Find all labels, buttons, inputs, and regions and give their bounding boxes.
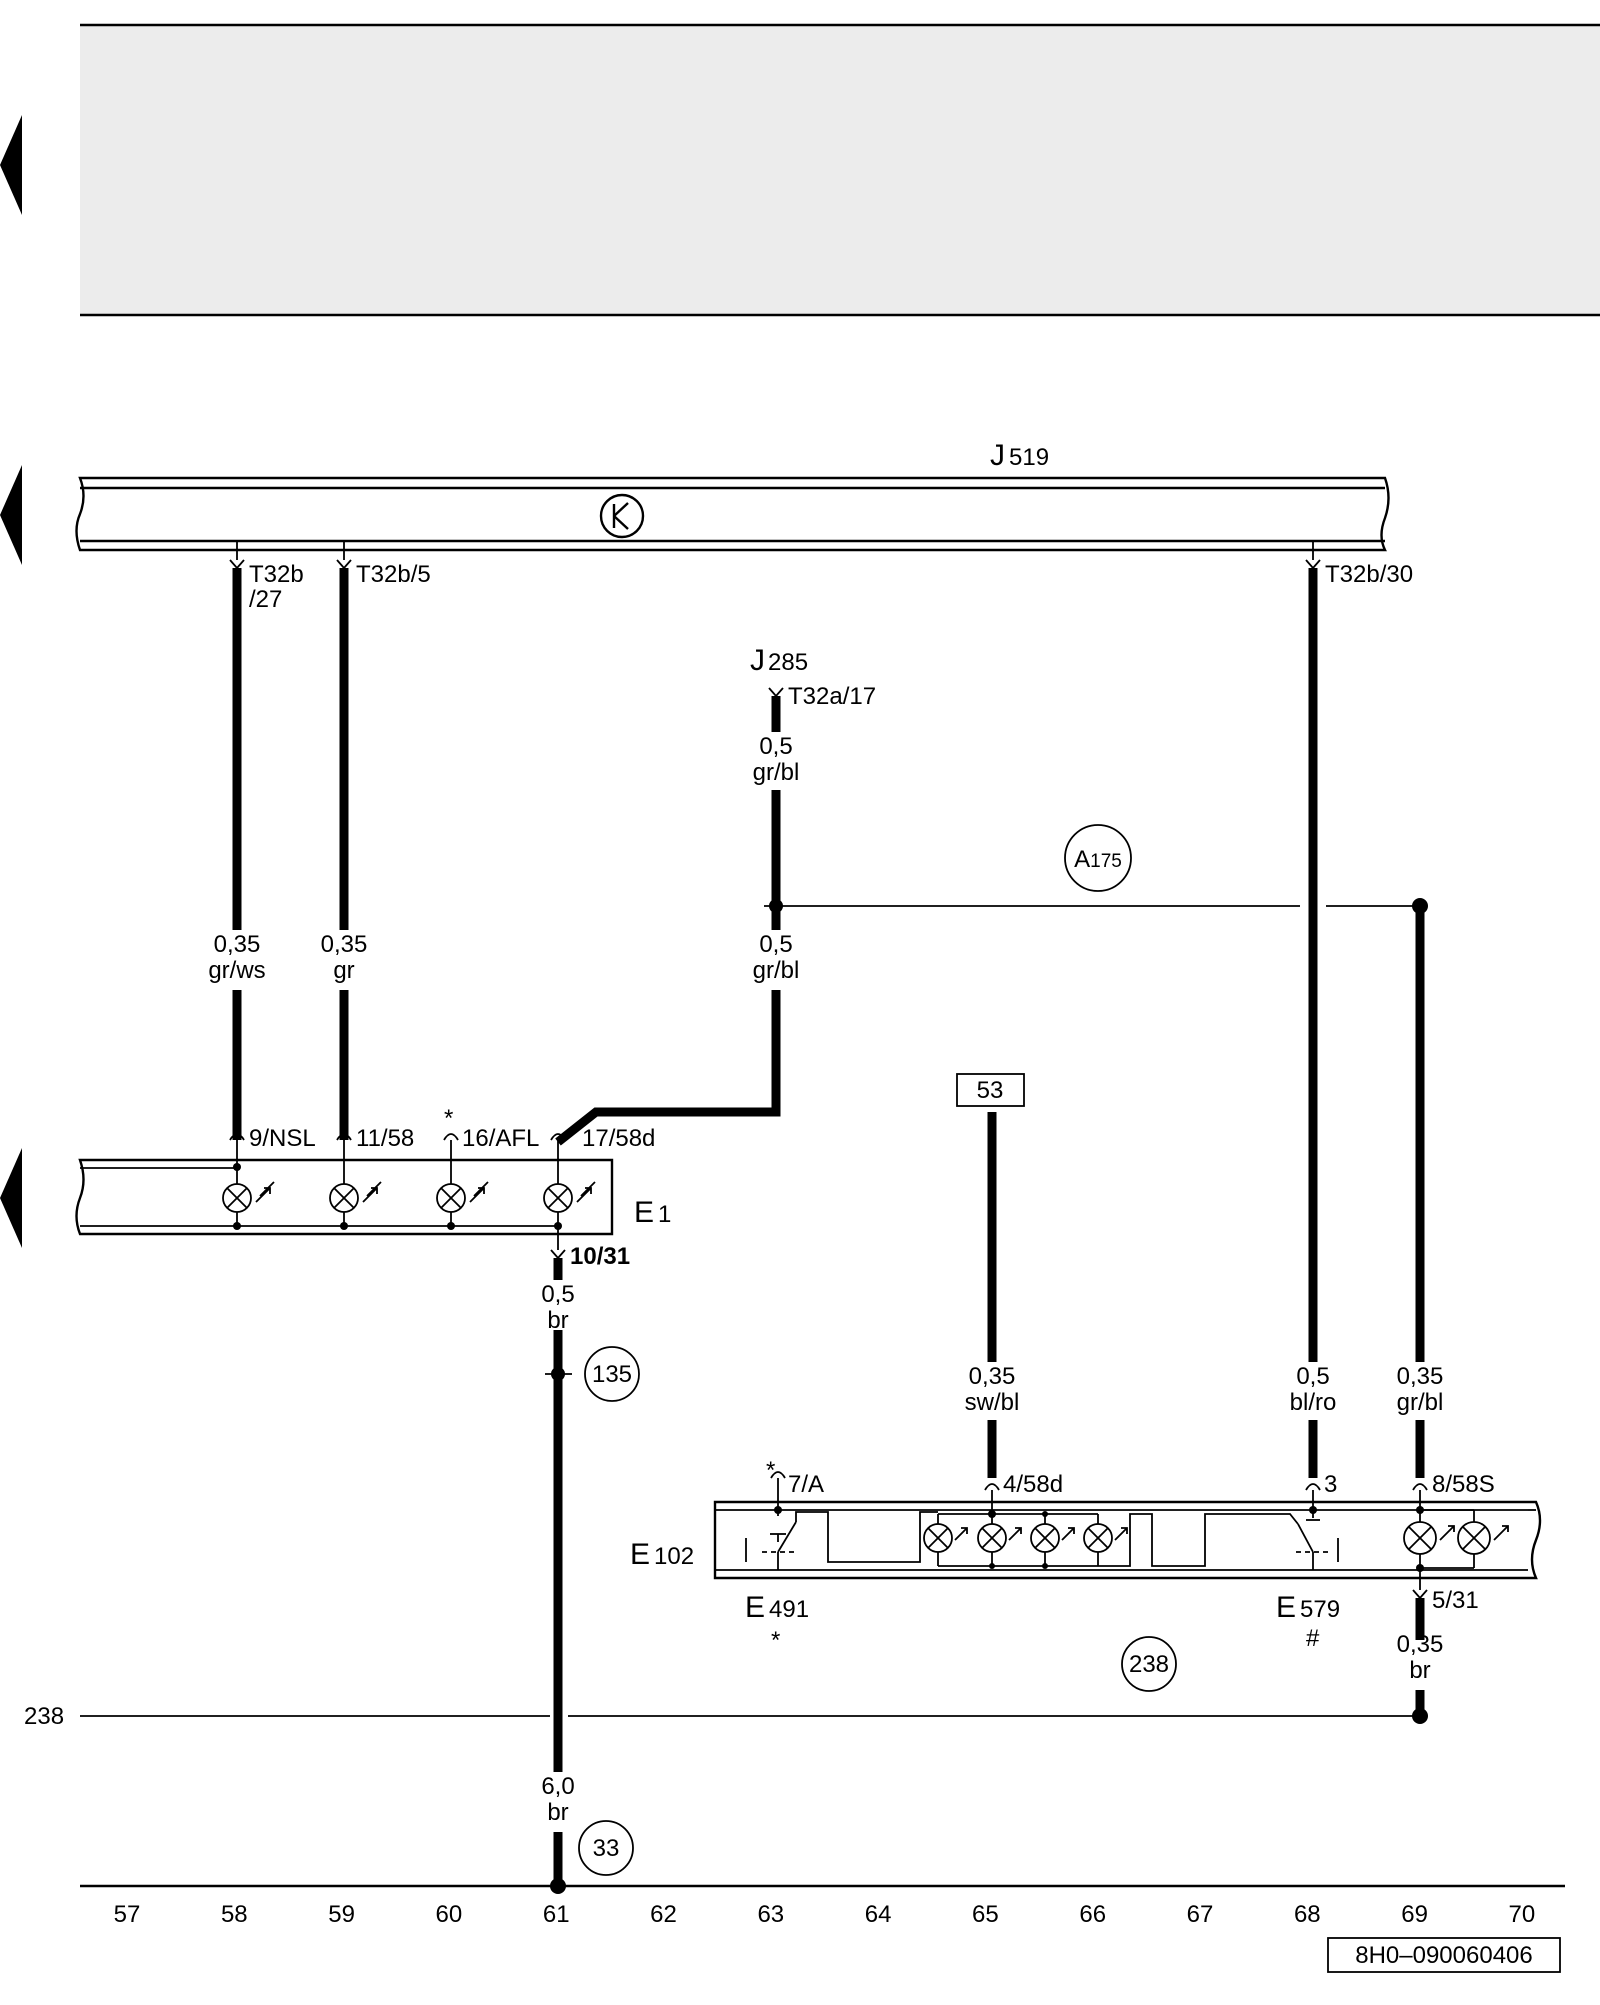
grid-number: 57	[114, 1901, 141, 1928]
continuation-arrow-icon[interactable]	[0, 1148, 22, 1248]
svg-text:6,0: 6,0	[541, 1773, 574, 1800]
connection-point-238[interactable]: 238	[1121, 1636, 1177, 1692]
header-grey-panel	[80, 23, 1600, 317]
connection-point-135[interactable]: 135	[584, 1346, 640, 1402]
pin-e102-7-mark: *	[766, 1457, 775, 1484]
grid-number: 70	[1509, 1901, 1536, 1928]
svg-text:br: br	[1409, 1657, 1430, 1684]
svg-text:bl/ro: bl/ro	[1290, 1389, 1337, 1416]
svg-text:135: 135	[592, 1361, 632, 1388]
pin-e1-11: 11/58	[356, 1125, 414, 1152]
connection-point-a175[interactable]: A175	[1064, 824, 1132, 892]
component-j519[interactable]	[75, 476, 1390, 552]
grid-number: 67	[1187, 1901, 1214, 1928]
wire-labels: 0,35 gr/ws 0,35 gr 0,5 gr/bl 0,5 gr/bl 0…	[208, 733, 1443, 1826]
svg-text:53: 53	[977, 1077, 1004, 1104]
wire-group	[232, 568, 1425, 1886]
ground-ref-238: 238	[24, 1703, 64, 1730]
e102-internals	[745, 1478, 1509, 1590]
pin-e1-16: 16/AFL	[462, 1125, 539, 1152]
grid-number: 68	[1294, 1901, 1321, 1928]
svg-text:br: br	[547, 1799, 568, 1826]
pin-e102-8: 8/58S	[1432, 1471, 1495, 1498]
pin-e1-16-mark: *	[444, 1105, 453, 1132]
svg-text:gr/bl: gr/bl	[753, 957, 800, 984]
grid-number: 62	[650, 1901, 677, 1928]
grid-number: 63	[757, 1901, 784, 1928]
grid-number: 66	[1079, 1901, 1106, 1928]
grid-number: 58	[221, 1901, 248, 1928]
component-e1[interactable]	[75, 1158, 614, 1236]
component-e102[interactable]	[713, 1500, 1542, 1580]
grid-number: 64	[865, 1901, 892, 1928]
pin-t32b-30: T32b/30	[1325, 561, 1413, 588]
svg-text:0,5: 0,5	[759, 733, 792, 760]
grid-number: 65	[972, 1901, 999, 1928]
svg-text:0,5: 0,5	[759, 931, 792, 958]
svg-text:0,5: 0,5	[1296, 1363, 1329, 1390]
svg-text:0,35: 0,35	[969, 1363, 1016, 1390]
pin-e102-7: 7/A	[788, 1471, 824, 1498]
document-id-box: 8H0–090060406	[1327, 1937, 1561, 1973]
e1-bulbs	[222, 1140, 596, 1250]
svg-text:0,35: 0,35	[1397, 1363, 1444, 1390]
svg-text:br: br	[547, 1307, 568, 1334]
grid-number: 60	[436, 1901, 463, 1928]
pin-e102-4: 4/58d	[1003, 1471, 1063, 1498]
pin-t32a-17: T32a/17	[788, 683, 876, 710]
svg-text:A175: A175	[1074, 846, 1122, 873]
grid-number-row: 57 58 59 60 61 62 63 64 65 66 67 68 69 70	[114, 1901, 1536, 1928]
pin-e1-17: 17/58d	[582, 1125, 655, 1152]
grid-number: 59	[328, 1901, 355, 1928]
pin-t32b-27: T32b	[249, 561, 304, 588]
svg-text:gr/bl: gr/bl	[753, 759, 800, 786]
pin-e1-9: 9/NSL	[249, 1125, 316, 1152]
pin-t32b-5: T32b/5	[356, 561, 431, 588]
svg-text:gr/bl: gr/bl	[1397, 1389, 1444, 1416]
svg-text:8H0–090060406: 8H0–090060406	[1355, 1942, 1533, 1969]
svg-text:0,35: 0,35	[321, 931, 368, 958]
pin-e1-10: 10/31	[570, 1243, 630, 1270]
grid-number: 61	[543, 1901, 570, 1928]
svg-text:0,5: 0,5	[541, 1281, 574, 1308]
e491-mark: *	[771, 1627, 780, 1654]
svg-text:sw/bl: sw/bl	[965, 1389, 1020, 1416]
continuation-arrow-icon[interactable]	[0, 115, 22, 215]
connection-point-33[interactable]: 33	[578, 1820, 634, 1876]
continuation-arrow-icon[interactable]	[0, 465, 22, 565]
e579-mark: #	[1306, 1625, 1320, 1652]
svg-text:gr: gr	[333, 957, 354, 984]
svg-text:gr/ws: gr/ws	[208, 957, 265, 984]
pin-e102-5: 5/31	[1432, 1587, 1479, 1614]
grid-number: 69	[1401, 1901, 1428, 1928]
svg-text:33: 33	[593, 1835, 620, 1862]
pin-e102-3: 3	[1324, 1471, 1337, 1498]
terminal-53[interactable]: 53	[956, 1073, 1025, 1107]
svg-text:0,35: 0,35	[1397, 1631, 1444, 1658]
svg-text:238: 238	[1129, 1651, 1169, 1678]
svg-text:0,35: 0,35	[214, 931, 261, 958]
pin-t32b-27b: /27	[249, 586, 282, 613]
